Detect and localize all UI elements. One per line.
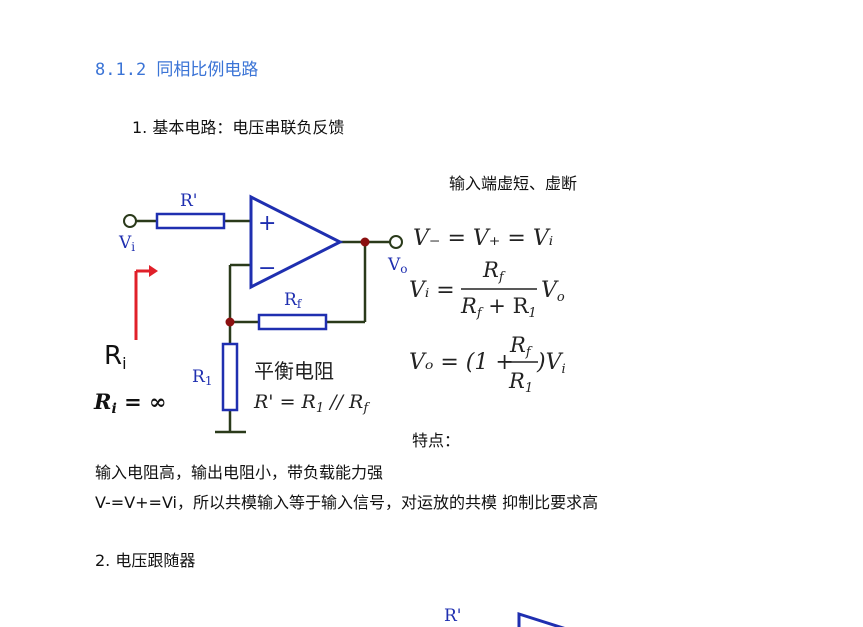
item-basic-circuit: 1. 基本电路：电压串联负反馈: [132, 118, 345, 137]
label-ri-infinity: Ri = ∞: [93, 389, 167, 417]
section-heading: 8.1.2 同相比例电路: [95, 60, 259, 80]
vi-terminal: [123, 214, 137, 228]
formula-virtual-short: V₋ = V₊ = Vᵢ: [413, 226, 553, 251]
formula3-denominator: R1: [508, 369, 533, 396]
feature-line-1: 输入电阻高，输出电阻小，带负载能力强: [95, 463, 384, 482]
noninverting-sign: +: [258, 211, 276, 236]
label-rf: Rf: [284, 290, 303, 311]
inverting-sign: −: [258, 256, 276, 281]
formula-group: V₋ = V₊ = Vᵢ Vᵢ = Rf Rf + R1 Vo Vₒ = (1 …: [409, 226, 566, 396]
follower-op-amp-partial: [517, 611, 565, 627]
formula2-numerator: Rf: [482, 258, 506, 285]
vo-terminal: [389, 235, 403, 249]
formula2-denominator: Rf + R1: [460, 294, 537, 321]
features-label: 特点：: [412, 431, 461, 450]
resistor-rf: [257, 313, 328, 331]
formula2-rhs: Vo: [541, 278, 565, 305]
op-amp-triangle: [249, 194, 344, 290]
label-r-prime: R': [180, 191, 197, 211]
label-balance-equation: R' = R1 // Rf: [253, 391, 370, 416]
formula3-lhs: Vₒ = (1 +: [409, 350, 514, 375]
label-ri: Ri: [104, 341, 127, 373]
formula3-numerator: Rf: [509, 333, 533, 360]
resistor-r1: [221, 342, 239, 412]
virtual-short-note: 输入端虚短、虚断: [449, 174, 578, 193]
resistor-r-prime: [155, 212, 226, 230]
label-r1: R1: [192, 367, 212, 388]
label-balance-resistor: 平衡电阻: [254, 359, 334, 383]
formula2-lhs: Vᵢ =: [409, 278, 455, 303]
feedback-node: [225, 317, 235, 327]
item-voltage-follower: 2. 电压跟随器: [95, 551, 196, 570]
feature-line-2: V-=V+=Vi，所以共模输入等于输入信号，对运放的共模 抑制比要求高: [95, 493, 599, 512]
label-vi: Vi: [118, 233, 135, 254]
label-r-prime-follower: R': [444, 606, 461, 626]
input-resistance-arrow: [134, 269, 150, 340]
output-node: [360, 237, 370, 247]
label-vo: Vo: [387, 255, 408, 276]
formula3-rhs: )Vi: [536, 350, 566, 377]
